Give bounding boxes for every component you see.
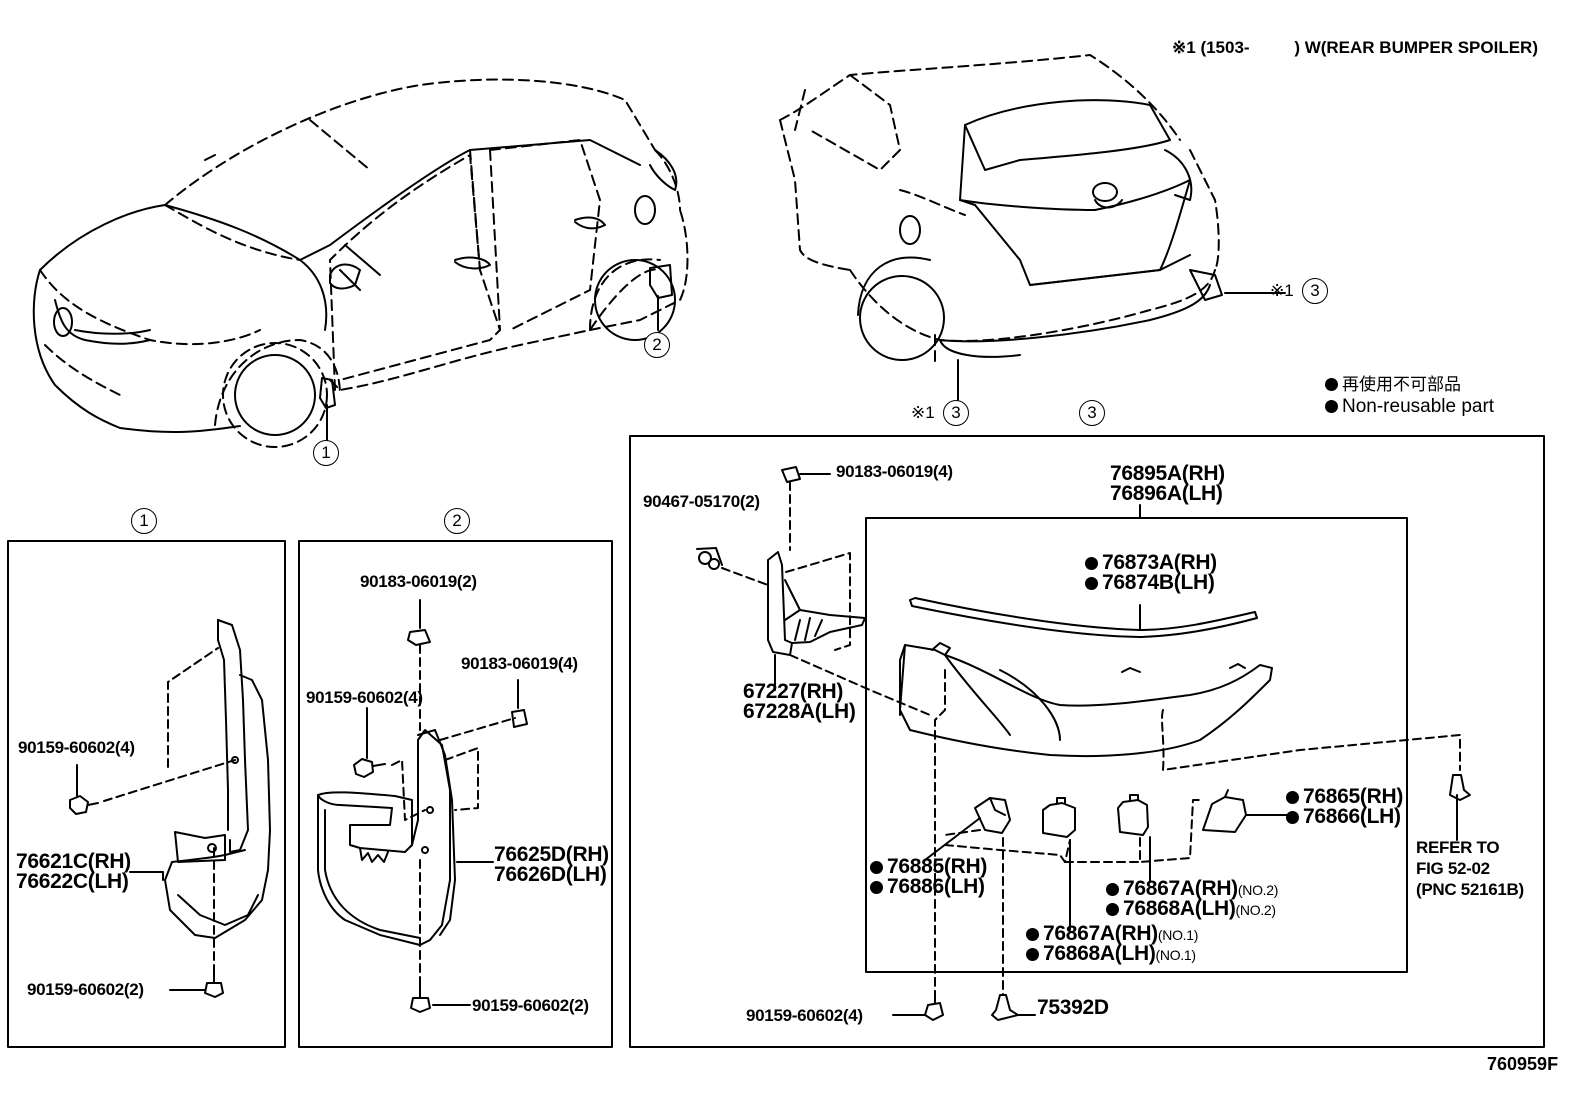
non-reusable-dot-icon	[870, 861, 883, 874]
ref-mark-lower: ※1	[911, 403, 935, 422]
p3-spoiler-rh-label[interactable]: 76895A(RH)	[1110, 462, 1225, 485]
note-mark: ※1	[1172, 38, 1196, 57]
p3-bracket-lh-label[interactable]: 67228A(LH)	[743, 700, 856, 723]
p2-bolt-left-label[interactable]: 90159-60602(4)	[306, 688, 423, 707]
front-car-illustration	[32, 78, 689, 448]
p3-clip-lower-label[interactable]: 75392D	[1037, 996, 1109, 1019]
p3-clip-left-label[interactable]: 90467-05170(2)	[643, 492, 760, 511]
p3-retainer-l-rh-label[interactable]: 76885(RH)	[870, 856, 987, 877]
non-reusable-dot-icon	[1325, 378, 1338, 391]
legend-jp: 再使用不可部品	[1325, 370, 1461, 395]
p3-nut-top-label[interactable]: 90183-06019(4)	[836, 462, 953, 481]
non-reusable-dot-icon	[1026, 928, 1039, 941]
non-reusable-dot-icon	[1286, 791, 1299, 804]
panel-2-frame	[298, 540, 613, 1048]
rear-car-illustration	[779, 54, 1286, 401]
p2-nut-right-label[interactable]: 90183-06019(4)	[461, 654, 578, 673]
p3-moulding-lh-label[interactable]: 76874B(LH)	[1085, 572, 1215, 593]
non-reusable-dot-icon	[1085, 577, 1098, 590]
non-reusable-dot-icon	[1085, 557, 1098, 570]
p3-retainer-r-rh-label[interactable]: 76865(RH)	[1286, 786, 1403, 807]
p3-bolt-lower-label[interactable]: 90159-60602(4)	[746, 1006, 863, 1025]
p3-retainer-l-lh-label[interactable]: 76886(LH)	[870, 876, 985, 897]
p2-bolt-lower-label[interactable]: 90159-60602(2)	[472, 996, 589, 1015]
p1-bolt-lower-label[interactable]: 90159-60602(2)	[27, 980, 144, 999]
p3-moulding-rh-label[interactable]: 76873A(RH)	[1085, 552, 1217, 573]
ref-mark-right: ※1	[1270, 281, 1294, 300]
p3-bracket-rh-label[interactable]: 67227(RH)	[743, 680, 844, 703]
callout-3-panel[interactable]: 3	[1079, 400, 1105, 426]
note-text: ) W(REAR BUMPER SPOILER)	[1294, 38, 1538, 57]
p3-refer-line2[interactable]: FIG 52-02	[1416, 859, 1490, 878]
p2-flap-rh-label[interactable]: 76625D(RH)	[494, 843, 609, 866]
non-reusable-dot-icon	[1106, 903, 1119, 916]
panel-1-mudflap	[69, 619, 271, 998]
non-reusable-dot-icon	[1325, 400, 1338, 413]
panel-2-title: 2	[444, 508, 470, 534]
non-reusable-dot-icon	[1106, 883, 1119, 896]
p3-no2-lh-label[interactable]: 76868A(LH)(NO.2)	[1106, 898, 1276, 920]
non-reusable-dot-icon	[1286, 811, 1299, 824]
p1-flap-lh-label[interactable]: 76622C(LH)	[16, 870, 129, 893]
note-period: (1503-	[1200, 38, 1250, 57]
p3-retainer-r-lh-label[interactable]: 76866(LH)	[1286, 806, 1401, 827]
p3-refer-line3[interactable]: (PNC 52161B)	[1416, 880, 1524, 899]
p3-no1-lh-label[interactable]: 76868A(LH)(NO.1)	[1026, 943, 1196, 965]
panel-1-frame	[7, 540, 286, 1048]
p2-flap-lh-label[interactable]: 76626D(LH)	[494, 863, 607, 886]
panel-3-parts	[696, 466, 1471, 1021]
p3-no1-rh-label[interactable]: 76867A(RH)(NO.1)	[1026, 923, 1198, 945]
figure-code: 760959F	[1487, 1054, 1559, 1074]
panel-3-frame	[629, 435, 1545, 1048]
non-reusable-dot-icon	[1026, 948, 1039, 961]
panel-1-title: 1	[131, 508, 157, 534]
p3-no2-rh-label[interactable]: 76867A(RH)(NO.2)	[1106, 878, 1278, 900]
p3-refer-line1[interactable]: REFER TO	[1416, 838, 1500, 857]
callout-3-right[interactable]: 3	[1302, 278, 1328, 304]
p1-flap-rh-label[interactable]: 76621C(RH)	[16, 850, 131, 873]
panel-2-mudflap	[317, 599, 528, 1013]
p3-spoiler-lh-label[interactable]: 76896A(LH)	[1110, 482, 1223, 505]
callout-1[interactable]: 1	[313, 440, 339, 466]
p2-nut-top-label[interactable]: 90183-06019(2)	[360, 572, 477, 591]
non-reusable-dot-icon	[870, 881, 883, 894]
p1-bolt-upper-label[interactable]: 90159-60602(4)	[18, 738, 135, 757]
rear-spoiler-note: ※1 (1503- ) W(REAR BUMPER SPOILER)	[1172, 38, 1538, 58]
callout-3-lower[interactable]: 3	[943, 400, 969, 426]
legend-en: Non-reusable part	[1325, 396, 1494, 418]
callout-2[interactable]: 2	[644, 332, 670, 358]
